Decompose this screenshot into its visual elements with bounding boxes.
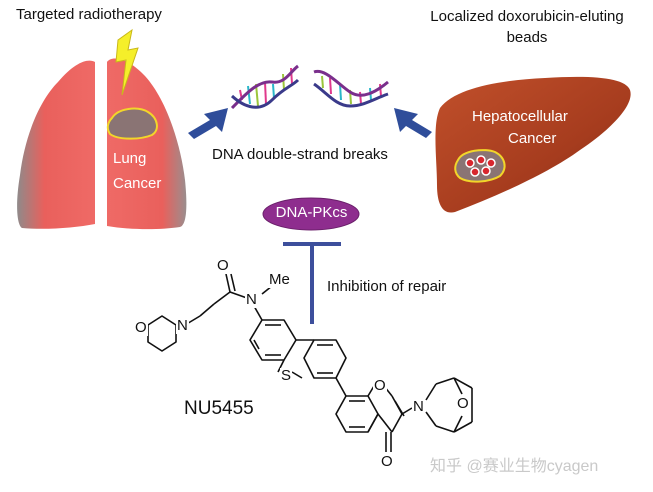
- atom-o-chromone: O: [380, 453, 394, 470]
- doxorubicin-beads: [465, 155, 496, 177]
- atom-n-morpholine: N: [176, 317, 189, 334]
- label-lung-cancer: Cancer: [113, 175, 162, 192]
- label-hepatocellular-cancer: Cancer: [508, 130, 557, 147]
- label-inhibition-of-repair: Inhibition of repair: [327, 278, 447, 295]
- label-compound-name: NU5455: [184, 398, 254, 419]
- atom-o-bridge: O: [456, 395, 470, 412]
- dna-helix-right-icon: [313, 69, 389, 108]
- atom-methyl: Me: [268, 271, 291, 288]
- label-lung: Lung: [113, 150, 147, 167]
- watermark: 知乎 @赛业生物cyagen: [430, 458, 599, 475]
- dna-helix-left-icon: [230, 64, 300, 110]
- lung-tumor: [106, 107, 158, 140]
- atom-o-morpholine: O: [134, 319, 148, 336]
- lightning-icon: [115, 28, 139, 96]
- label-targeted-radiotherapy: Targeted radiotherapy: [16, 6, 162, 23]
- atom-o-pyran: O: [373, 377, 387, 394]
- right-lung: [107, 58, 187, 230]
- label-dna-pkcs: DNA-PKcs: [275, 204, 348, 221]
- atom-n-amide: N: [245, 291, 258, 308]
- atom-o-amide: O: [216, 257, 230, 274]
- dna-pkcs-oval: [262, 197, 360, 231]
- label-dna-double-strand-breaks: DNA double-strand breaks: [212, 146, 388, 163]
- arrow-from-liver: [394, 108, 432, 138]
- atom-s: S: [280, 367, 293, 384]
- liver-tumor: [454, 149, 506, 183]
- label-hepatocellular: Hepatocellular: [472, 108, 568, 125]
- arrow-from-lung: [188, 108, 228, 139]
- label-doxorubicin-beads: Localized doxorubicin-eluting beads: [430, 8, 624, 46]
- left-lung: [17, 60, 96, 229]
- atom-n-bicyclic: N: [412, 398, 425, 415]
